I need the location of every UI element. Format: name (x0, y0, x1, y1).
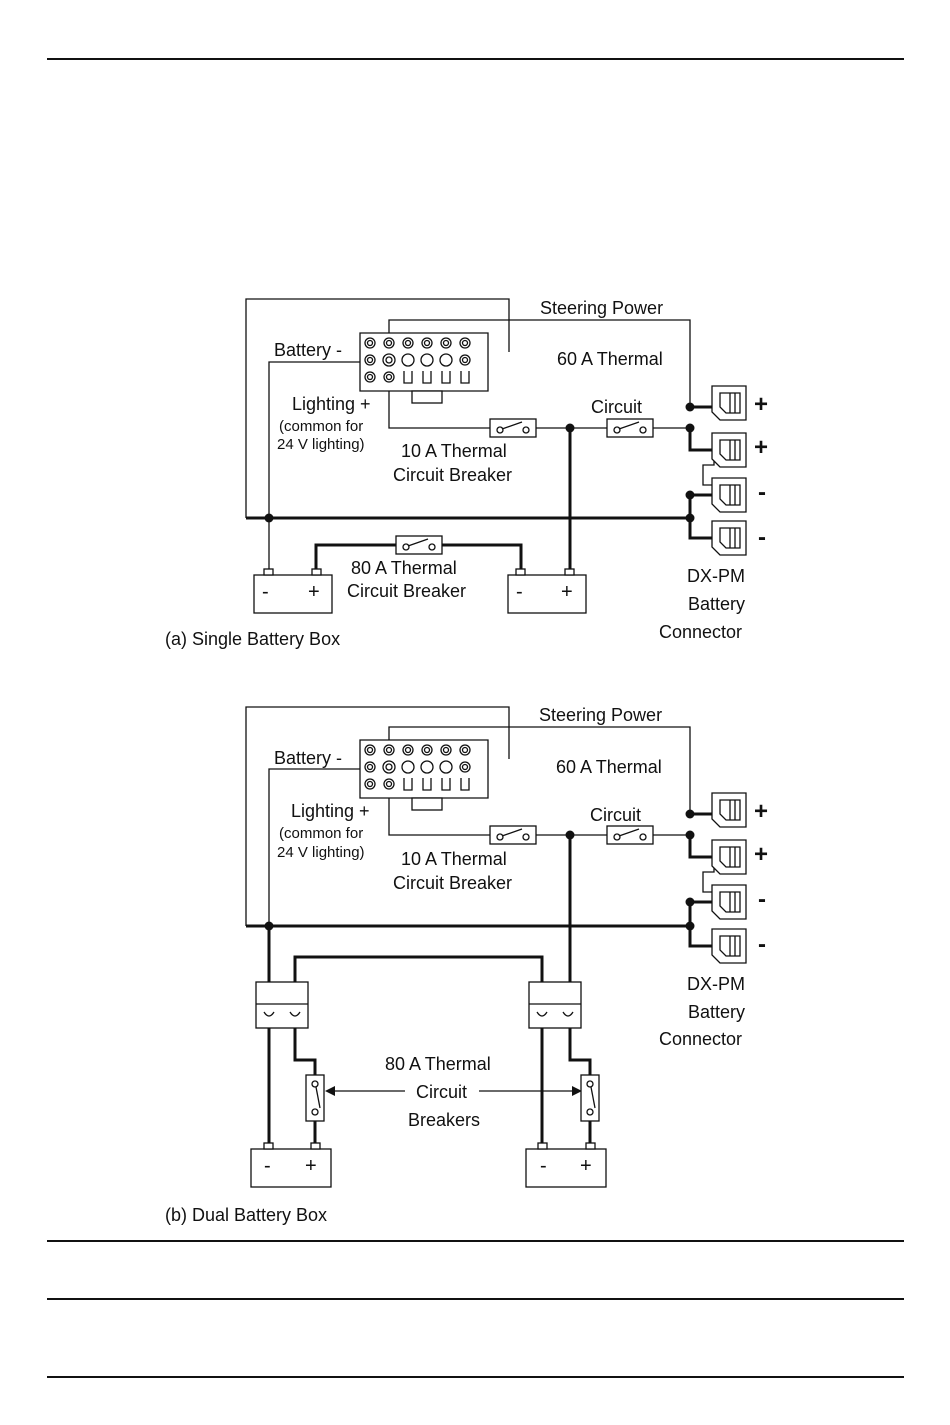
lighting-24v-label: 24 V lighting) (277, 436, 365, 453)
dxpm-label: DX-PM (687, 974, 745, 994)
dxpm-pin-2 (711, 839, 747, 875)
connector-sign-1: + (754, 391, 768, 418)
breaker-80a (395, 535, 443, 555)
caption-a: (a) Single Battery Box (165, 629, 340, 649)
battery-minus-sign: - (264, 1155, 271, 1177)
connector-sign-4: - (758, 524, 766, 551)
lighting-plus-label: Lighting + (291, 801, 370, 821)
lighting-24v-label: 24 V lighting) (277, 844, 365, 861)
breaker-80a-right (580, 1074, 600, 1122)
thermal-60-label: 60 A Thermal (556, 757, 662, 777)
breaker-10a (489, 825, 537, 845)
battery-left: - + (253, 568, 333, 614)
battery-minus-sign: - (540, 1155, 547, 1177)
dxpm-label: DX-PM (687, 566, 745, 586)
dxpm-pin-4 (711, 928, 747, 964)
steering-power-label: Steering Power (540, 298, 663, 318)
circuit-breaker-10-label: Circuit Breaker (393, 873, 512, 893)
dxpm-pin-3 (711, 884, 747, 920)
breakers-80-label: Breakers (408, 1110, 480, 1130)
connector-label: Connector (659, 1029, 742, 1049)
battery-label: Battery (688, 1002, 745, 1022)
lighting-plus-label: Lighting + (292, 394, 371, 414)
connector-sign-3: - (758, 479, 766, 506)
battery-minus-sign: - (262, 581, 269, 603)
battery-left: - + (250, 1142, 332, 1188)
steering-power-label: Steering Power (539, 705, 662, 725)
common-for-label: (common for (279, 418, 363, 435)
battery-minus-label: Battery - (274, 748, 342, 768)
diagram-dual-battery-box: - + - + + + - - Steering Power Battery -… (165, 705, 768, 1225)
thermal-10-label: 10 A Thermal (401, 849, 507, 869)
circuit-80-label: Circuit (416, 1082, 467, 1102)
breaker-10a (489, 418, 537, 438)
battery-label: Battery (688, 594, 745, 614)
common-for-label: (common for (279, 825, 363, 842)
circuit-breaker-80-label: Circuit Breaker (347, 581, 466, 601)
circuit-label: Circuit (590, 805, 641, 825)
battery-plus-sign: + (580, 1155, 592, 1177)
battery-right: - + (507, 568, 587, 614)
thermal-10-label: 10 A Thermal (401, 441, 507, 461)
wiring-harness-connector (359, 739, 489, 811)
thermal-80-label: 80 A Thermal (385, 1054, 491, 1074)
caption-b: (b) Dual Battery Box (165, 1205, 327, 1225)
connector-sign-2: + (754, 434, 768, 461)
dxpm-pin-3 (711, 477, 747, 513)
battery-plus-sign: + (308, 581, 320, 603)
wiring-harness-connector (359, 332, 489, 404)
battery-plus-sign: + (561, 581, 573, 603)
breaker-80a-left (305, 1074, 325, 1122)
battery-right: - + (525, 1142, 607, 1188)
breaker-60a (606, 825, 654, 845)
connector-sign-2: + (754, 841, 768, 868)
circuit-breaker-10-label: Circuit Breaker (393, 465, 512, 485)
connector-label: Connector (659, 622, 742, 642)
dxpm-pin-1 (711, 385, 747, 421)
battery-minus-sign: - (516, 581, 523, 603)
breaker-60a (606, 418, 654, 438)
thermal-60-label: 60 A Thermal (557, 349, 663, 369)
battery-plus-sign: + (305, 1155, 317, 1177)
connector-sign-4: - (758, 931, 766, 958)
dxpm-pin-2 (711, 432, 747, 468)
circuit-label: Circuit (591, 397, 642, 417)
connector-sign-1: + (754, 798, 768, 825)
dxpm-pin-4 (711, 520, 747, 556)
diagram-single-battery-box: - + - + + + - - Steering Power Battery -… (165, 298, 768, 649)
battery-minus-label: Battery - (274, 340, 342, 360)
thermal-80-label: 80 A Thermal (351, 558, 457, 578)
battery-box-terminal-right (528, 981, 582, 1029)
connector-sign-3: - (758, 886, 766, 913)
dxpm-pin-1 (711, 792, 747, 828)
battery-box-terminal-left (255, 981, 309, 1029)
